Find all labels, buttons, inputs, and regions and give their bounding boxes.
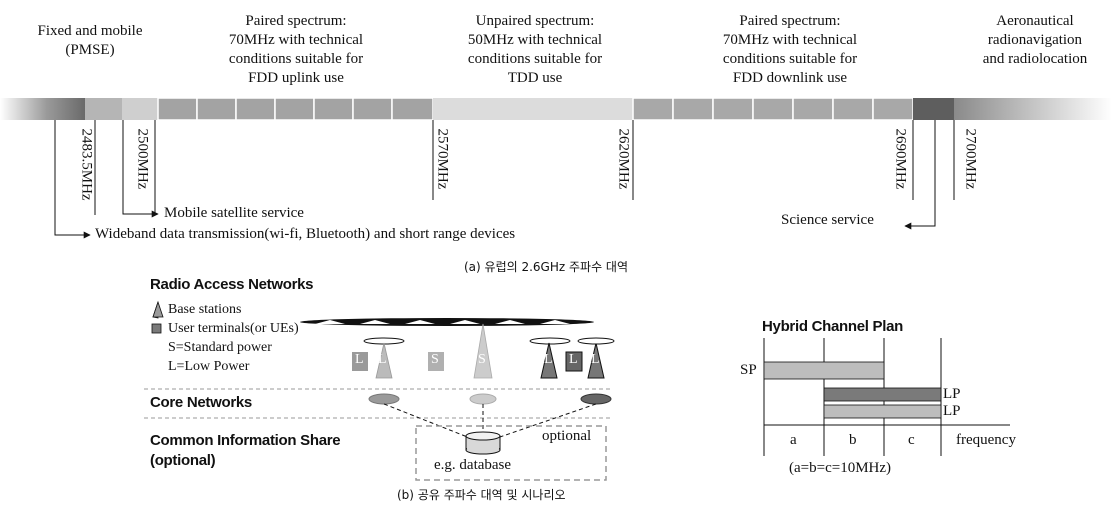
box-letter-l4: L: [569, 352, 578, 367]
database-label: e.g. database: [434, 457, 512, 473]
box-letter-l5: L: [591, 352, 600, 367]
box-letter-s2: S: [478, 352, 486, 367]
band-fdd-uplink: [157, 97, 434, 121]
channel-note: (a=b=c=10MHz): [789, 460, 892, 476]
base-station-low-right-1: [540, 342, 558, 379]
label-wideband: Wideband data transmission(wi-fi, Blueto…: [95, 226, 516, 242]
label-science: Science service: [781, 212, 874, 228]
ue-box-l-right: [565, 351, 583, 372]
header-tdd: Unpaired spectrum: 50MHz with technical …: [467, 13, 603, 86]
col-c: c: [908, 432, 915, 448]
arrow-wideband: [54, 120, 91, 239]
box-letter-l3: L: [544, 352, 553, 367]
ran-title: Radio Access Networks: [150, 276, 314, 293]
legend-low-power: L=Low Power: [168, 359, 250, 374]
cis-title: Common Information Share: [150, 432, 341, 449]
band-segment-mss: [122, 98, 158, 120]
arrow-science: [904, 120, 936, 230]
header-fdd-uplink: Paired spectrum: 70MHz with technical co…: [228, 13, 364, 86]
base-station-low-left: [375, 342, 393, 379]
sp-bar: [763, 361, 885, 380]
base-station-low-right-2: [587, 342, 605, 379]
axis-frequency: frequency: [956, 432, 1016, 448]
legend-base-stations: Base stations: [168, 302, 242, 317]
caption-a: (a) 유럽의 2.6GHz 주파수 대역: [464, 260, 629, 274]
box-letter-s1: S: [431, 352, 439, 367]
ue-box-l-left: [352, 352, 368, 371]
header-fdd-downlink: Paired spectrum: 70MHz with technical co…: [722, 13, 858, 86]
caption-b: (b) 공유 주파수 대역 및 시나리오: [397, 488, 566, 502]
optional-label: optional: [542, 428, 592, 444]
col-b: b: [849, 432, 857, 448]
optional-box: [415, 425, 607, 481]
lp-bar-2: [823, 404, 942, 419]
legend-standard-power: S=Standard power: [168, 340, 272, 355]
band-segment-pmse-fade: [0, 98, 85, 120]
arrow-mobile-satellite: [122, 120, 159, 218]
lp-label-2: LP: [943, 403, 961, 419]
band-fdd-downlink: [632, 97, 914, 121]
band-aeronautical: [954, 98, 1112, 120]
col-a: a: [790, 432, 797, 448]
core-title: Core Networks: [150, 394, 252, 411]
header-aeronautical: Aeronautical radionavigation and radiolo…: [982, 13, 1088, 67]
box-letter-l1: L: [355, 352, 364, 367]
channel-plan-title: Hybrid Channel Plan: [762, 318, 903, 335]
lp-label-1: LP: [943, 386, 961, 402]
band-science: [913, 98, 954, 120]
database-icon: [465, 431, 501, 455]
band-segment-pmse: [85, 98, 122, 120]
base-station-standard: [473, 323, 493, 379]
sp-label: SP: [740, 362, 757, 378]
box-letter-l2: L: [378, 352, 387, 367]
label-mobile-satellite: Mobile satellite service: [164, 205, 304, 221]
legend-user-terminal-icon: [151, 323, 162, 334]
legend-user-terminals: User terminals(or UEs): [168, 321, 299, 336]
coverage-ellipse-right: [529, 337, 571, 345]
lp-bar-1: [823, 387, 942, 402]
spectrum-diagram: [0, 97, 1112, 239]
band-tdd: [433, 98, 633, 120]
header-pmse: Fixed and mobile (PMSE): [37, 23, 143, 58]
ue-box-s-left: [428, 352, 444, 371]
cis-sub: (optional): [150, 452, 216, 469]
